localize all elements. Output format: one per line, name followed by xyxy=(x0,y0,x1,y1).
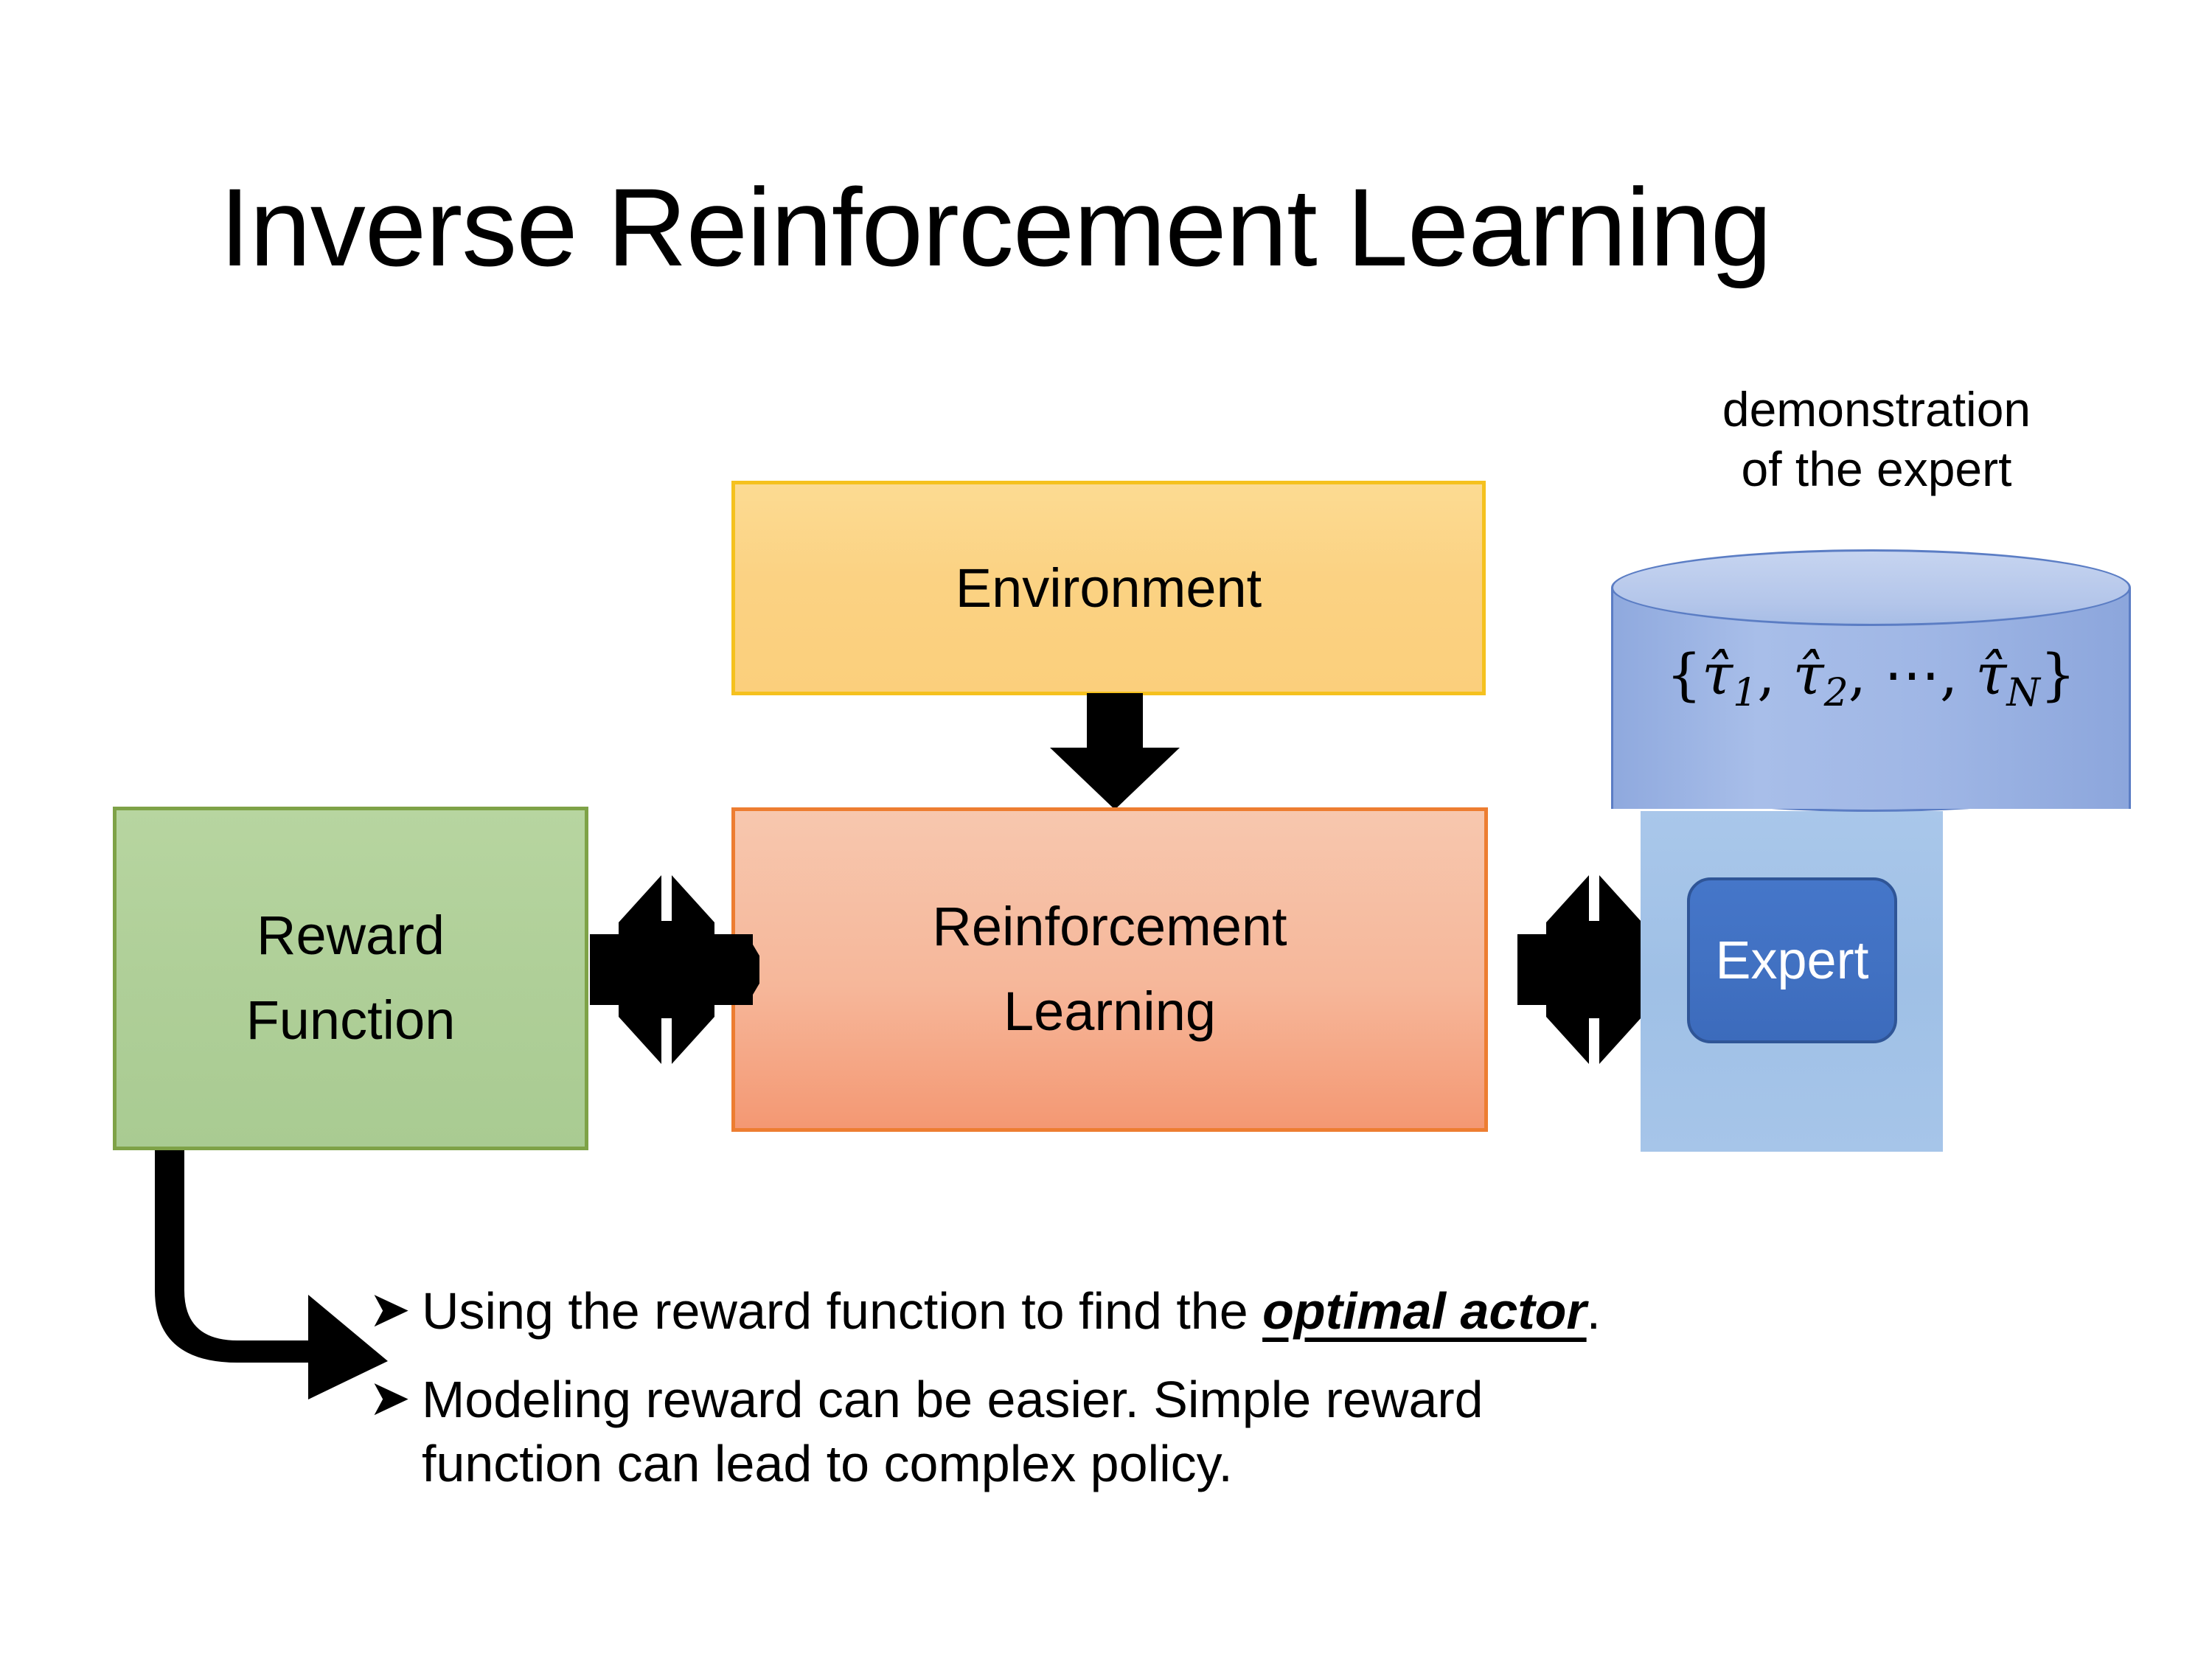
demonstration-caption: demonstration of the expert xyxy=(1626,380,2127,498)
reward-function-box[interactable]: Reward Function xyxy=(113,807,588,1150)
bullet-2-line2: function can lead to complex policy. xyxy=(422,1435,1233,1492)
formula-close-brace: } xyxy=(2039,641,2076,707)
bullet-1-after: . xyxy=(1586,1282,1601,1340)
formula-sub-n: N xyxy=(2006,671,2040,716)
bullet-1-before: Using the reward function to find the xyxy=(422,1282,1263,1340)
down-arrow-icon xyxy=(1041,693,1189,811)
bullet-marker-icon: ➤ xyxy=(369,1281,411,1338)
quad-arrow-icon-left xyxy=(566,874,768,1065)
rl-label-line2: Learning xyxy=(1003,981,1216,1042)
formula-sep-2: , ⋯, xyxy=(1848,641,1976,707)
bullet-2-before: Modeling reward can be easier. Simple re… xyxy=(422,1370,1484,1428)
list-item: ➤ Using the reward function to find the … xyxy=(369,1279,2065,1344)
list-item: ➤ Modeling reward can be easier. Simple … xyxy=(369,1368,2065,1497)
cylinder-top-ellipse xyxy=(1611,549,2131,626)
demonstration-caption-line1: demonstration xyxy=(1722,382,2031,437)
trajectory-set-formula: {τ̂1, τ̂2, ⋯, τ̂N} xyxy=(1611,641,2131,715)
reward-label-line1: Reward xyxy=(257,905,445,967)
bullet-marker-icon: ➤ xyxy=(369,1369,411,1426)
expert-button[interactable]: Expert xyxy=(1687,877,1897,1043)
quad-arrow-icon-right xyxy=(1493,874,1695,1065)
page-title: Inverse Reinforcement Learning xyxy=(219,165,1773,289)
formula-tau-2: τ̂ xyxy=(1792,641,1824,707)
bullet-text-1: Using the reward function to find the op… xyxy=(422,1279,2065,1344)
formula-tau-1: τ̂ xyxy=(1702,641,1733,707)
environment-label: Environment xyxy=(955,557,1262,619)
trajectory-store-cylinder: {τ̂1, τ̂2, ⋯, τ̂N} xyxy=(1611,549,2131,844)
formula-open-brace: { xyxy=(1666,641,1703,707)
rl-label-line1: Reinforcement xyxy=(932,896,1287,958)
formula-sep-1: , xyxy=(1757,641,1793,707)
reinforcement-learning-box[interactable]: Reinforcement Learning xyxy=(731,807,1488,1132)
formula-sub-2: 2 xyxy=(1823,671,1848,716)
formula-tau-n: τ̂ xyxy=(1975,641,2007,707)
bullet-1-emphasis: optimal actor xyxy=(1262,1282,1587,1340)
demonstration-caption-line2: of the expert xyxy=(1741,441,2012,496)
expert-label: Expert xyxy=(1715,931,1869,990)
bullet-list: ➤ Using the reward function to find the … xyxy=(369,1279,2065,1520)
formula-sub-1: 1 xyxy=(1733,671,1758,716)
environment-box[interactable]: Environment xyxy=(731,481,1486,695)
reward-label-line2: Function xyxy=(246,990,456,1051)
bullet-text-2: Modeling reward can be easier. Simple re… xyxy=(422,1368,2065,1497)
bent-arrow-icon xyxy=(155,1150,398,1401)
